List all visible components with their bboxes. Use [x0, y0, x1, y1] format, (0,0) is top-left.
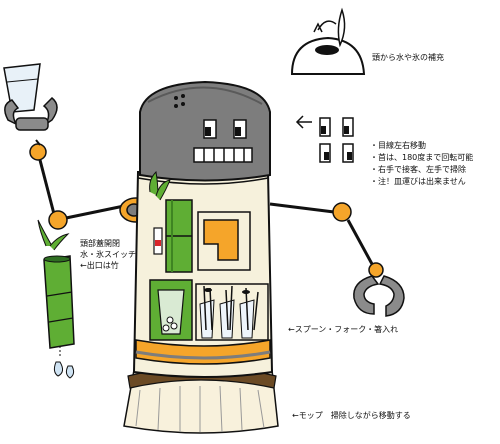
eye-movement-icon: [295, 115, 354, 163]
head-refill-icon: [290, 7, 366, 75]
bamboo-tubes: [149, 170, 193, 273]
glass-compartment: [149, 279, 193, 341]
note-hands: ・右手で接客、左手で掃除: [370, 165, 466, 174]
note-no-dishes: ・注！皿運びは出来ません: [370, 177, 466, 186]
note-bamboo-outlet: ←出口は竹: [80, 261, 119, 270]
bamboo-outlet: [37, 219, 75, 379]
switch-notes: 頭部蓋開閉 水・氷スイッチ ←出口は竹: [80, 238, 136, 271]
robot-head: [139, 80, 271, 182]
note-water-ice-switch: 水・氷スイッチ: [80, 250, 136, 259]
note-eye-movement: ・目線左右移動: [370, 141, 426, 150]
cutlery-label: ←スプーン・フォーク・箸入れ: [288, 325, 399, 334]
mop-label: ←モップ 掃除しながら移動する: [292, 411, 411, 420]
feature-notes: ・目線左右移動 ・首は、180度まで回転可能 ・右手で接客、左手で掃除 ・注！皿…: [370, 140, 473, 188]
note-lid: 頭部蓋開閉: [80, 239, 120, 248]
right-arm: [269, 202, 405, 317]
head-refill-label: 頭から水や氷の補充: [372, 53, 444, 62]
front-panel: [197, 211, 251, 271]
cutlery-holder: [195, 283, 269, 341]
robot-body: [132, 171, 274, 378]
left-arm: [3, 63, 153, 230]
note-neck-rotation: ・首は、180度まで回転可能: [370, 153, 474, 162]
